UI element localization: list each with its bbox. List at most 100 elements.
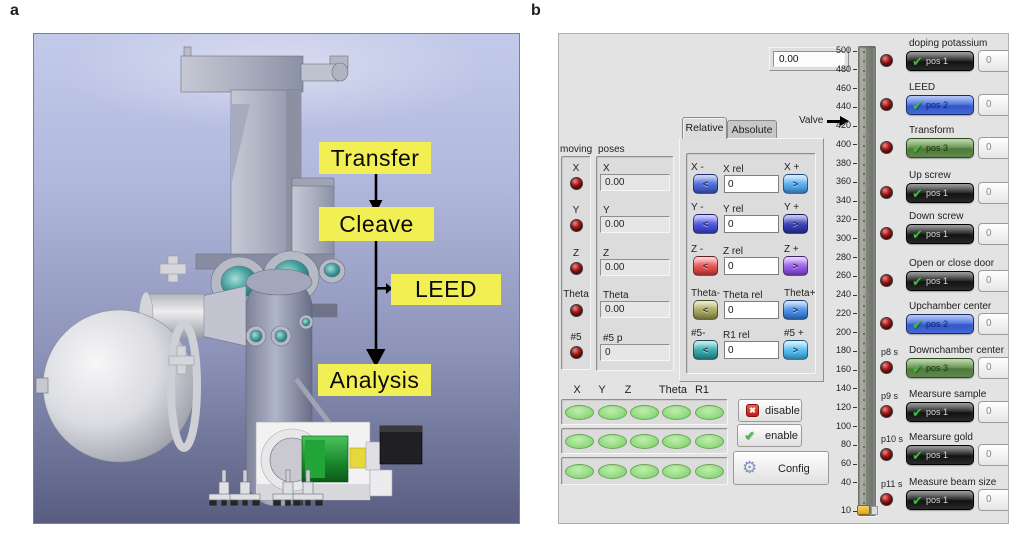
slider-tick-mark <box>853 444 857 446</box>
preset-prefix: p9 s <box>881 391 899 401</box>
slider-tick-mark <box>853 106 857 108</box>
jog-x-input[interactable] <box>724 175 779 193</box>
jog-y-plus-button[interactable] <box>783 214 808 234</box>
pos-label: pos 3 <box>925 363 949 373</box>
slider-tick-mark <box>853 463 857 465</box>
preset-title: LEED <box>909 82 936 93</box>
preset-value-box[interactable]: 0 <box>978 357 1008 379</box>
panel-b-tag: b <box>531 2 541 19</box>
preset-pos-button[interactable]: pos 2 <box>906 95 974 115</box>
jog-x-plus-button[interactable] <box>783 174 808 194</box>
preset-row-mearsure-gold: p10 s Mearsure gold pos 1 0 <box>878 432 1008 482</box>
preset-value-box[interactable]: 0 <box>978 50 1008 72</box>
tab-absolute[interactable]: Absolute <box>727 120 777 139</box>
preset-row-upchamber-center: Upchamber center pos 2 0 <box>878 301 1008 351</box>
preset-pos-button[interactable]: pos 1 <box>906 402 974 422</box>
pose-label-y: Y <box>603 205 610 216</box>
slider-tick-mark <box>853 313 857 315</box>
slider-tick-mark <box>853 163 857 165</box>
slider-tick-mark <box>853 388 857 390</box>
moving-axis-z: Z <box>572 248 580 259</box>
preset-row-measure-beam-size: p11 s Measure beam size pos 1 0 <box>878 477 1008 523</box>
status-oval <box>565 434 594 449</box>
slider-tick-label: 400 <box>835 138 851 149</box>
jog-r1-input[interactable] <box>724 341 779 359</box>
preset-title: Upchamber center <box>909 301 992 312</box>
preset-prefix: p8 s <box>881 347 899 357</box>
enable-button-label: enable <box>765 430 799 442</box>
preset-row-open-close-door: Open or close door pos 1 0 <box>878 258 1008 308</box>
slider-tick-mark <box>853 200 857 202</box>
preset-led <box>880 493 893 506</box>
slider-tick-label: 440 <box>835 101 851 112</box>
valve-slider-thumb[interactable] <box>857 505 870 515</box>
slider-tick-label: 40 <box>840 476 851 487</box>
preset-led <box>880 274 893 287</box>
preset-pos-button[interactable]: pos 3 <box>906 138 974 158</box>
preset-value-box[interactable]: 0 <box>978 137 1008 159</box>
preset-pos-button[interactable]: pos 1 <box>906 271 974 291</box>
pose-value-theta: 0.00 <box>600 301 670 318</box>
preset-value-box[interactable]: 0 <box>978 94 1008 116</box>
valve-arrow-head-icon <box>840 116 849 126</box>
preset-pos-button[interactable]: pos 1 <box>906 183 974 203</box>
enable-button[interactable]: enable <box>737 424 802 447</box>
preset-value-box[interactable]: 0 <box>978 489 1008 511</box>
tab-relative[interactable]: Relative <box>682 117 727 139</box>
slider-tick-label: 480 <box>835 63 851 74</box>
flow-label-cleave: Cleave <box>319 207 434 241</box>
preset-prefix: p10 s <box>881 434 904 444</box>
moving-axis-y: Y <box>572 205 580 216</box>
jog-theta-minus-button[interactable] <box>693 300 718 320</box>
jog-5-plus-button[interactable] <box>783 340 808 360</box>
disable-button[interactable]: disable <box>738 399 802 422</box>
preset-value-box[interactable]: 0 <box>978 270 1008 292</box>
disable-button-label: disable <box>765 405 800 417</box>
jog-theta-plus-button[interactable] <box>783 300 808 320</box>
preset-pos-button[interactable]: pos 1 <box>906 224 974 244</box>
slider-tick-mark <box>853 257 857 259</box>
jog-theta-input[interactable] <box>724 301 779 319</box>
preset-value-box[interactable]: 0 <box>978 313 1008 335</box>
jog-x-plus-label: X + <box>784 162 800 173</box>
slider-tick-label: 220 <box>835 307 851 318</box>
config-button-label: Config <box>778 463 810 475</box>
preset-value-box[interactable]: 0 <box>978 223 1008 245</box>
preset-value-box[interactable]: 0 <box>978 401 1008 423</box>
jog-z-plus-label: Z + <box>784 244 799 255</box>
preset-value-box[interactable]: 0 <box>978 182 1008 204</box>
jog-z-minus-button[interactable] <box>693 256 718 276</box>
pos-label: pos 1 <box>925 56 949 66</box>
jog-5-minus-button[interactable] <box>693 340 718 360</box>
preset-pos-button[interactable]: pos 2 <box>906 314 974 334</box>
pos-label: pos 1 <box>925 407 949 417</box>
preset-pos-button[interactable]: pos 1 <box>906 51 974 71</box>
valve-slider[interactable] <box>858 46 876 516</box>
jog-x-minus-button[interactable] <box>693 174 718 194</box>
jog-y-minus-button[interactable] <box>693 214 718 234</box>
preset-pos-button[interactable]: pos 1 <box>906 445 974 465</box>
preset-value-box[interactable]: 0 <box>978 444 1008 466</box>
jog-z-input[interactable] <box>724 257 779 275</box>
preset-led <box>880 317 893 330</box>
config-button[interactable]: Config <box>733 451 829 485</box>
slider-tick-label: 340 <box>835 195 851 206</box>
poses-indicator-cluster: X 0.00 Y 0.00 Z 0.00 Theta 0.00 #5 p 0 <box>596 156 674 371</box>
preset-prefix: p11 s <box>881 479 903 489</box>
jog-z-plus-button[interactable] <box>783 256 808 276</box>
preset-title: Downchamber center <box>909 345 1005 356</box>
status-oval <box>630 434 659 449</box>
status-oval <box>598 434 627 449</box>
preset-pos-button[interactable]: pos 3 <box>906 358 974 378</box>
moving-led-y <box>570 219 583 232</box>
slider-tick-label: 420 <box>835 120 851 131</box>
preset-pos-button[interactable]: pos 1 <box>906 490 974 510</box>
slider-tick-mark <box>853 69 857 71</box>
jog-y-input[interactable] <box>724 215 779 233</box>
status-oval <box>565 464 594 479</box>
slider-tick-mark <box>853 510 857 512</box>
panel-a-figure: Transfer Cleave LEED Analysis <box>33 33 520 524</box>
preset-row-down-screw: Down screw pos 1 0 <box>878 211 1008 261</box>
